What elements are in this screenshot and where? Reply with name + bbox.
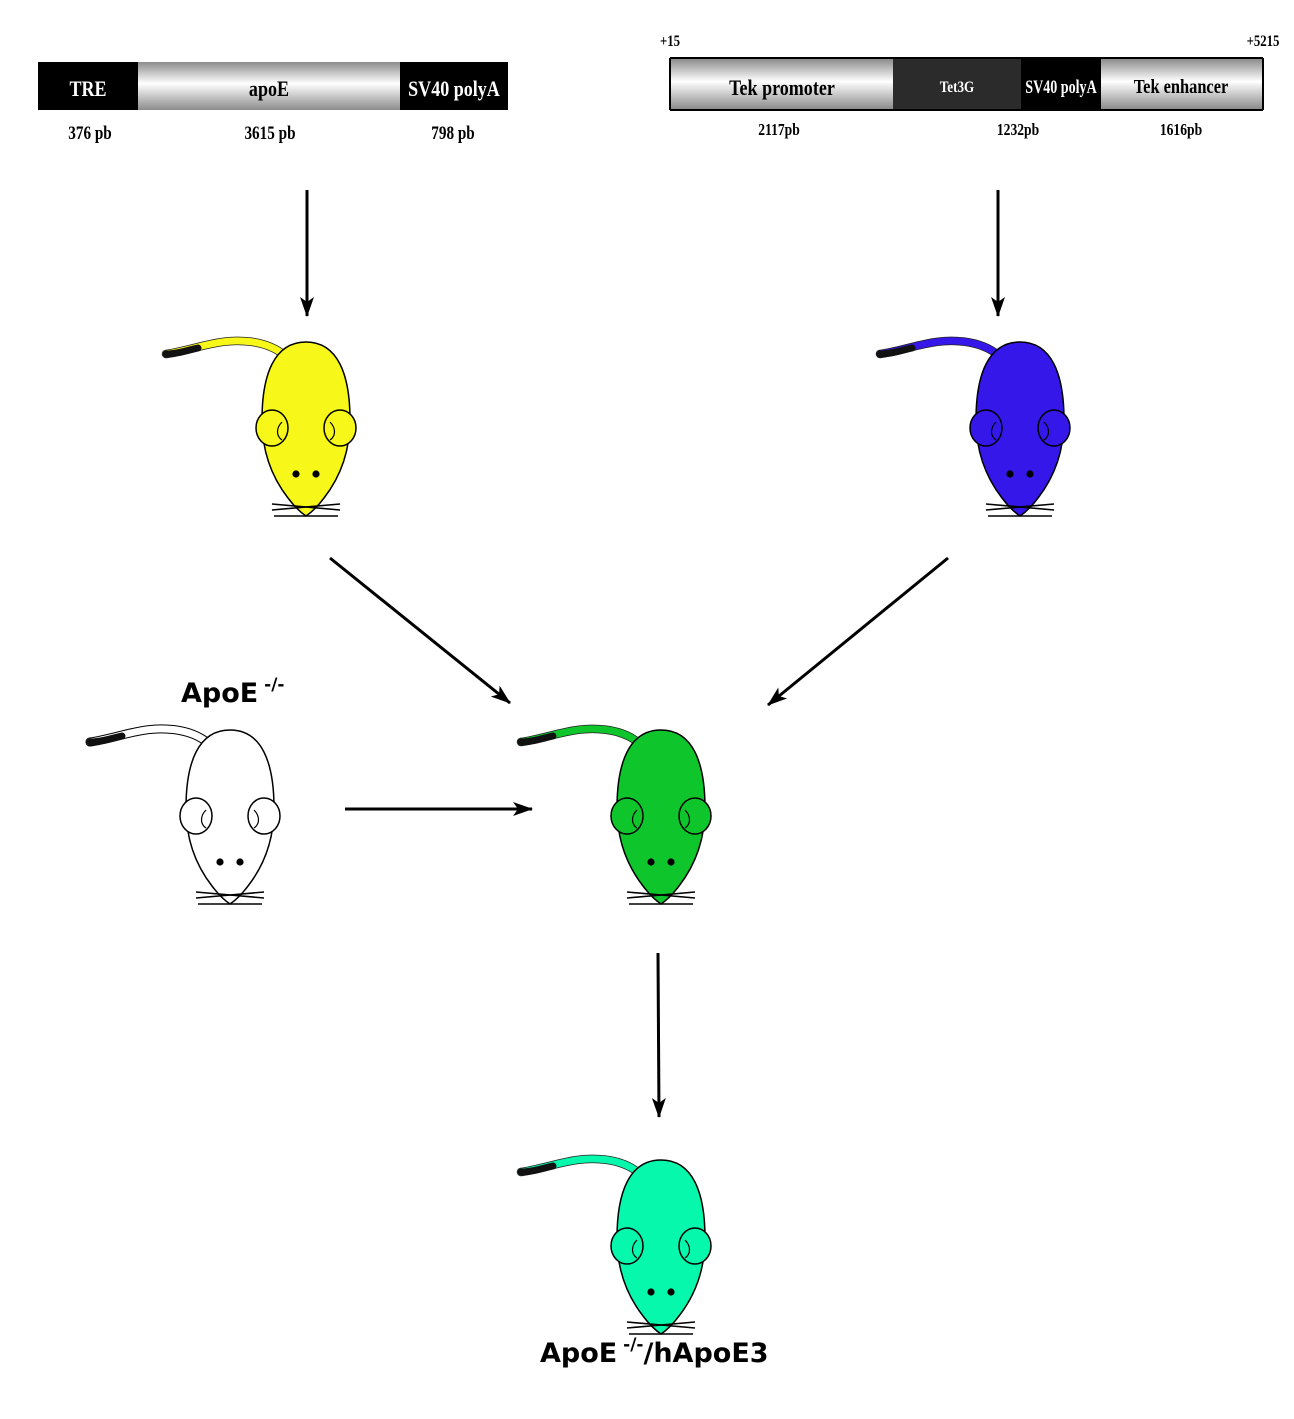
arrow-yellow-to-cross: [329, 556, 511, 705]
mouse-cross: [516, 724, 712, 905]
mouse-result: [516, 1154, 712, 1335]
label-result: ApoE -/-/hApoE3: [540, 1335, 769, 1369]
size-apoe: 3615 pb: [244, 122, 295, 143]
segment-tet3g: [893, 59, 1021, 109]
mouse-yellow: [161, 336, 357, 517]
construct-end: +5215: [1247, 33, 1280, 51]
mouse-knockout: [85, 724, 281, 905]
construct-right: +15 +5215 Tek promoter Tet3G SV40 polyA …: [660, 33, 1279, 140]
size-sv40-left: 798 pb: [431, 122, 474, 143]
arrow-cross-to-result: [651, 952, 666, 1118]
size-tek-promoter: 2117pb: [758, 121, 800, 140]
arrow-blue-to-cross: [767, 556, 949, 707]
segment-apoe: [138, 62, 400, 110]
segment-tre-label: TRE: [69, 77, 106, 101]
mouse-blue: [875, 336, 1071, 517]
segment-apoe-label: apoE: [249, 77, 289, 101]
segment-tek-enhancer-label: Tek enhancer: [1134, 76, 1228, 98]
size-tet3g: 1232pb: [997, 121, 1039, 140]
segment-sv40-right: [1021, 59, 1101, 109]
segment-sv40-left-label: SV40 polyA: [408, 77, 500, 101]
segment-tre: [38, 62, 138, 110]
construct-left: TRE apoE SV40 polyA 376 pb 3615 pb 798 p…: [38, 62, 508, 143]
segment-tek-promoter: [671, 59, 893, 109]
construct-start: +15: [660, 33, 680, 51]
label-apoe-knockout: ApoE -/-: [181, 675, 284, 709]
segment-tek-enhancer: [1101, 59, 1262, 109]
segment-sv40-right-label: SV40 polyA: [1025, 76, 1096, 98]
segment-tet3g-label: Tet3G: [940, 79, 974, 96]
arrows: [300, 190, 1005, 1118]
size-tre: 376 pb: [68, 122, 111, 143]
segment-sv40-left: [400, 62, 508, 110]
size-tek-enhancer: 1616pb: [1160, 121, 1202, 140]
segment-tek-promoter-label: Tek promoter: [729, 76, 835, 100]
